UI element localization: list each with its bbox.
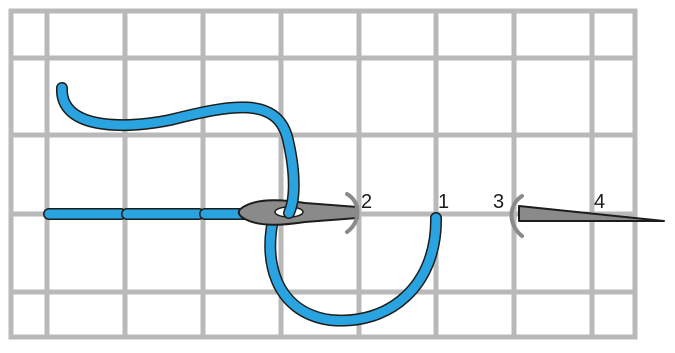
grid [11, 11, 635, 337]
label-point-3: 3 [493, 191, 504, 213]
point-labels: 1 2 3 4 [361, 191, 605, 213]
label-point-4: 4 [594, 191, 605, 213]
needle-right [512, 196, 665, 236]
thread-upper [62, 88, 294, 213]
label-point-1: 1 [438, 191, 449, 213]
label-point-2: 2 [361, 191, 372, 213]
thread-tail [62, 88, 294, 213]
